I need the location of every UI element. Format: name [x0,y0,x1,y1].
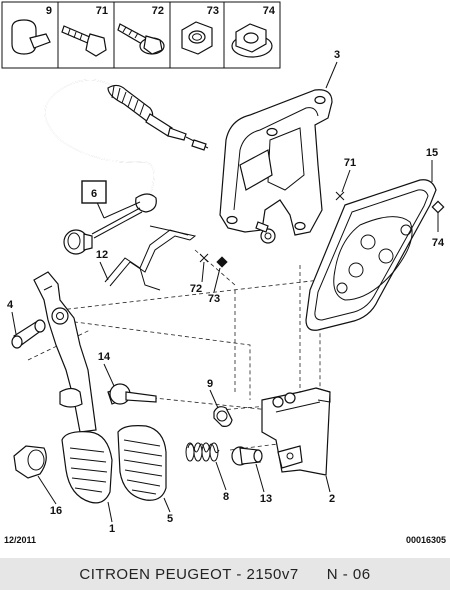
pedal-bracket-part [219,89,333,244]
callout-72: 72 [190,283,202,295]
callout-9: 9 [207,378,213,390]
pivot-pin-part [11,319,46,349]
callout-73: 73 [208,293,220,305]
legend-label-74: 74 [263,5,276,17]
callout-15: 15 [426,147,438,159]
callout-6-box [81,180,107,204]
callout-1: 1 [109,523,115,535]
diagram-code: 00016305 [406,535,446,545]
return-spring-part [185,442,220,462]
legend-label-9: 9 [46,5,52,17]
callout-6: 6 [91,188,97,200]
catalog-caption: CITROEN PEUGEOT - 2150v7 N - 06 [79,565,371,583]
flange-bolt-part-icon [117,23,165,55]
callout-71: 71 [344,157,356,169]
nut-part-icon [181,21,213,55]
callout-5: 5 [167,513,173,525]
callout-4: 4 [7,299,14,311]
callout-74: 74 [432,237,445,249]
callout-labels: 6 3 15 71 74 12 72 73 4 14 9 8 13 2 16 5… [7,49,445,535]
callout-14: 14 [98,351,111,363]
switch-part [213,406,233,427]
flange-nut-part-icon [231,23,273,58]
clutch-pedal-part [33,271,113,504]
bolt-part-icon [61,25,107,57]
spring-seat-part [231,446,263,466]
pedal-pad-part [117,425,167,501]
leader-lines [11,61,439,523]
callout-13: 13 [260,493,272,505]
diagram-date: 12/2011 [4,535,36,545]
callout-8: 8 [223,491,229,503]
callout-16: 16 [50,505,62,517]
bracket-fasteners [199,191,345,268]
legend-label-71: 71 [96,5,108,17]
callout-12: 12 [96,249,108,261]
callout-3: 3 [334,49,340,61]
legend-label-72: 72 [152,5,164,17]
pedal-shaft-part [107,383,157,405]
exploded-parts-diagram: 9 71 72 73 74 [1,1,446,545]
catalog-caption-bar: CITROEN PEUGEOT - 2150v7 N - 06 [0,558,450,590]
clutch-cable-part [44,79,209,255]
clip-part-icon [11,19,51,55]
callout-2: 2 [329,493,335,505]
clip-spring-part [104,225,197,291]
lower-bracket-part [261,387,331,476]
stop-bumper-part [13,445,47,479]
legend-label-73: 73 [207,5,219,17]
parts-legend-strip: 9 71 72 73 74 [1,1,281,69]
bulkhead-seal-part [305,179,445,331]
